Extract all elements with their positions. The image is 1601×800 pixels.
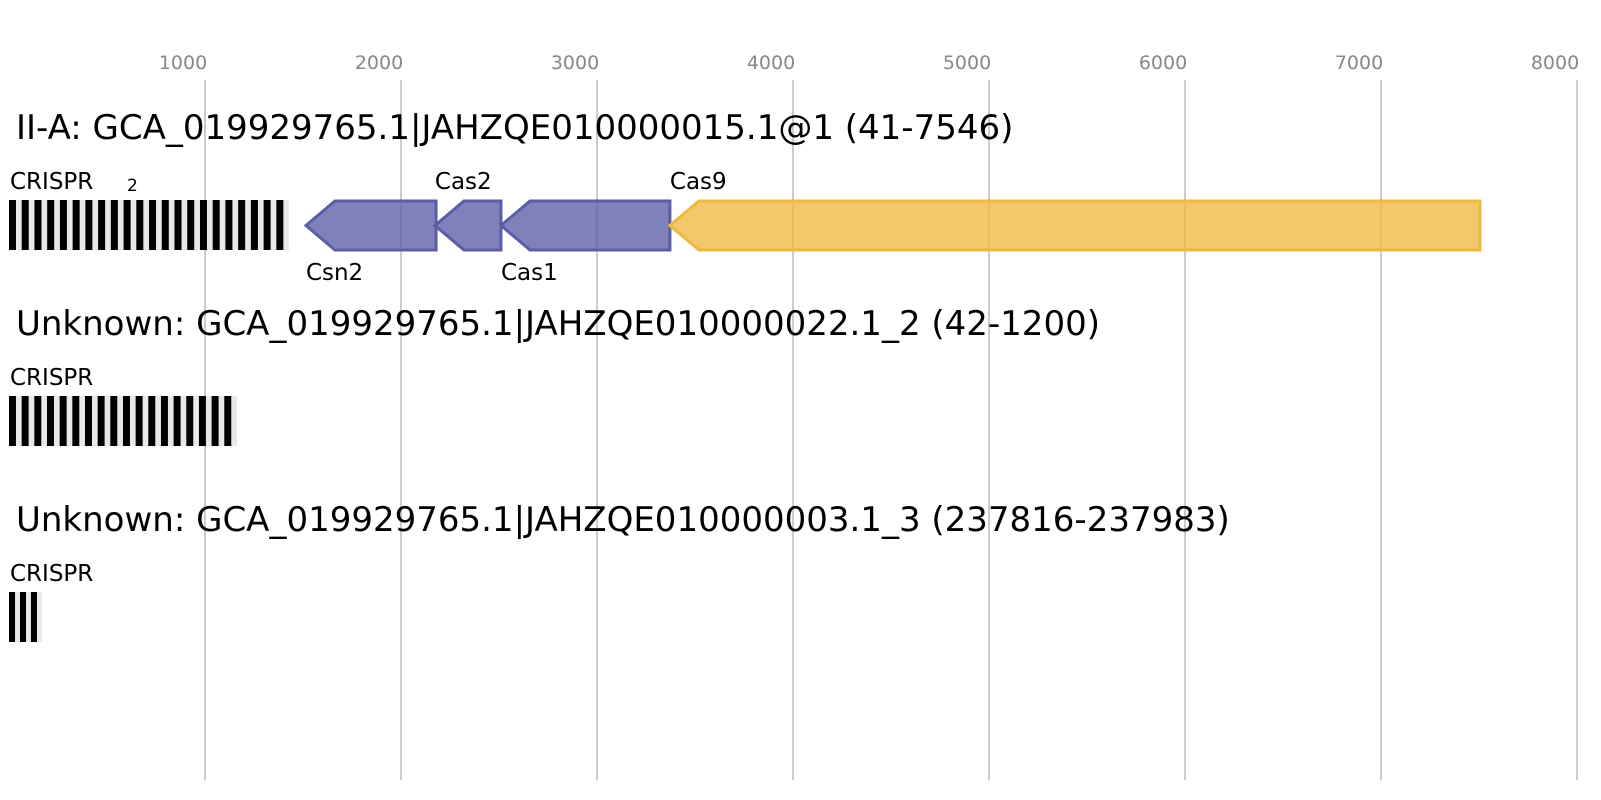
crispr-repeat [123,200,131,250]
crispr-repeat [173,396,181,446]
axis-tick-label: 1000 [159,52,207,74]
crispr-repeat [21,396,29,446]
gene-arrow-csn2 [303,199,438,252]
crispr-repeat [187,200,195,250]
gene-arrow-cas9 [667,199,1482,252]
crispr-label: CRISPR [10,169,93,195]
crispr-repeat [110,200,118,250]
crispr-repeat [9,396,16,446]
crispr-repeat [225,200,233,250]
track-title: II-A: GCA_019929765.1|JAHZQE010000015.1@… [16,108,1013,148]
crispr-repeat [34,200,42,250]
crispr-repeat [30,592,37,642]
crispr-repeat [212,200,220,250]
crispr-label: CRISPR [10,365,93,391]
crispr-repeat [276,200,284,250]
crispr-repeat [238,200,246,250]
crispr-label: CRISPR [10,561,93,587]
crispr-repeat [85,200,93,250]
axis-tick-label: 2000 [355,52,403,74]
crispr-repeat [59,200,67,250]
crispr-repeat [34,396,42,446]
track-title: Unknown: GCA_019929765.1|JAHZQE010000022… [16,304,1100,344]
crispr-repeat [110,396,118,446]
track-title: Unknown: GCA_019929765.1|JAHZQE010000003… [16,500,1230,540]
crispr-repeat [59,396,67,446]
axis-tick-label: 3000 [551,52,599,74]
crispr-repeat [72,200,80,250]
crispr-repeat [174,200,182,250]
axis-tick-label: 8000 [1531,52,1579,74]
crispr-repeat [98,200,106,250]
crispr-repeat [72,396,80,446]
crispr-repeat [19,592,27,642]
gene-label: Cas9 [670,169,727,195]
axis-tick-label: 4000 [747,52,795,74]
crispr-repeat [198,396,206,446]
gene-arrow-cas1 [498,199,672,252]
crispr-repeat [250,200,258,250]
crispr-repeat [149,200,157,250]
crispr-repeat [9,592,16,642]
gene-label: Csn2 [306,260,363,286]
crispr-repeat [148,396,156,446]
crispr-repeat [263,200,271,250]
axis-tick-label: 7000 [1335,52,1383,74]
crispr-repeat [135,396,143,446]
crispr-repeat [186,396,194,446]
axis-tick-label: 6000 [1139,52,1187,74]
crispr-repeat [47,200,55,250]
crispr-repeat [84,396,92,446]
crispr-repeat [211,396,219,446]
gene-label: Cas1 [501,260,558,286]
crispr-repeat [46,396,54,446]
crispr-repeat [199,200,207,250]
crispr-index: 2 [127,176,138,196]
gene-label: Cas2 [435,169,492,195]
crispr-repeat [160,396,168,446]
crispr-repeat [136,200,144,250]
crispr-repeat [122,396,130,446]
crispr-repeat [21,200,29,250]
axis-tick-label: 5000 [943,52,991,74]
crispr-repeat [161,200,169,250]
crispr-repeat [224,396,232,446]
crispr-repeat [97,396,105,446]
crispr-repeat [9,200,17,250]
gene-arrow-cas2 [432,199,503,252]
